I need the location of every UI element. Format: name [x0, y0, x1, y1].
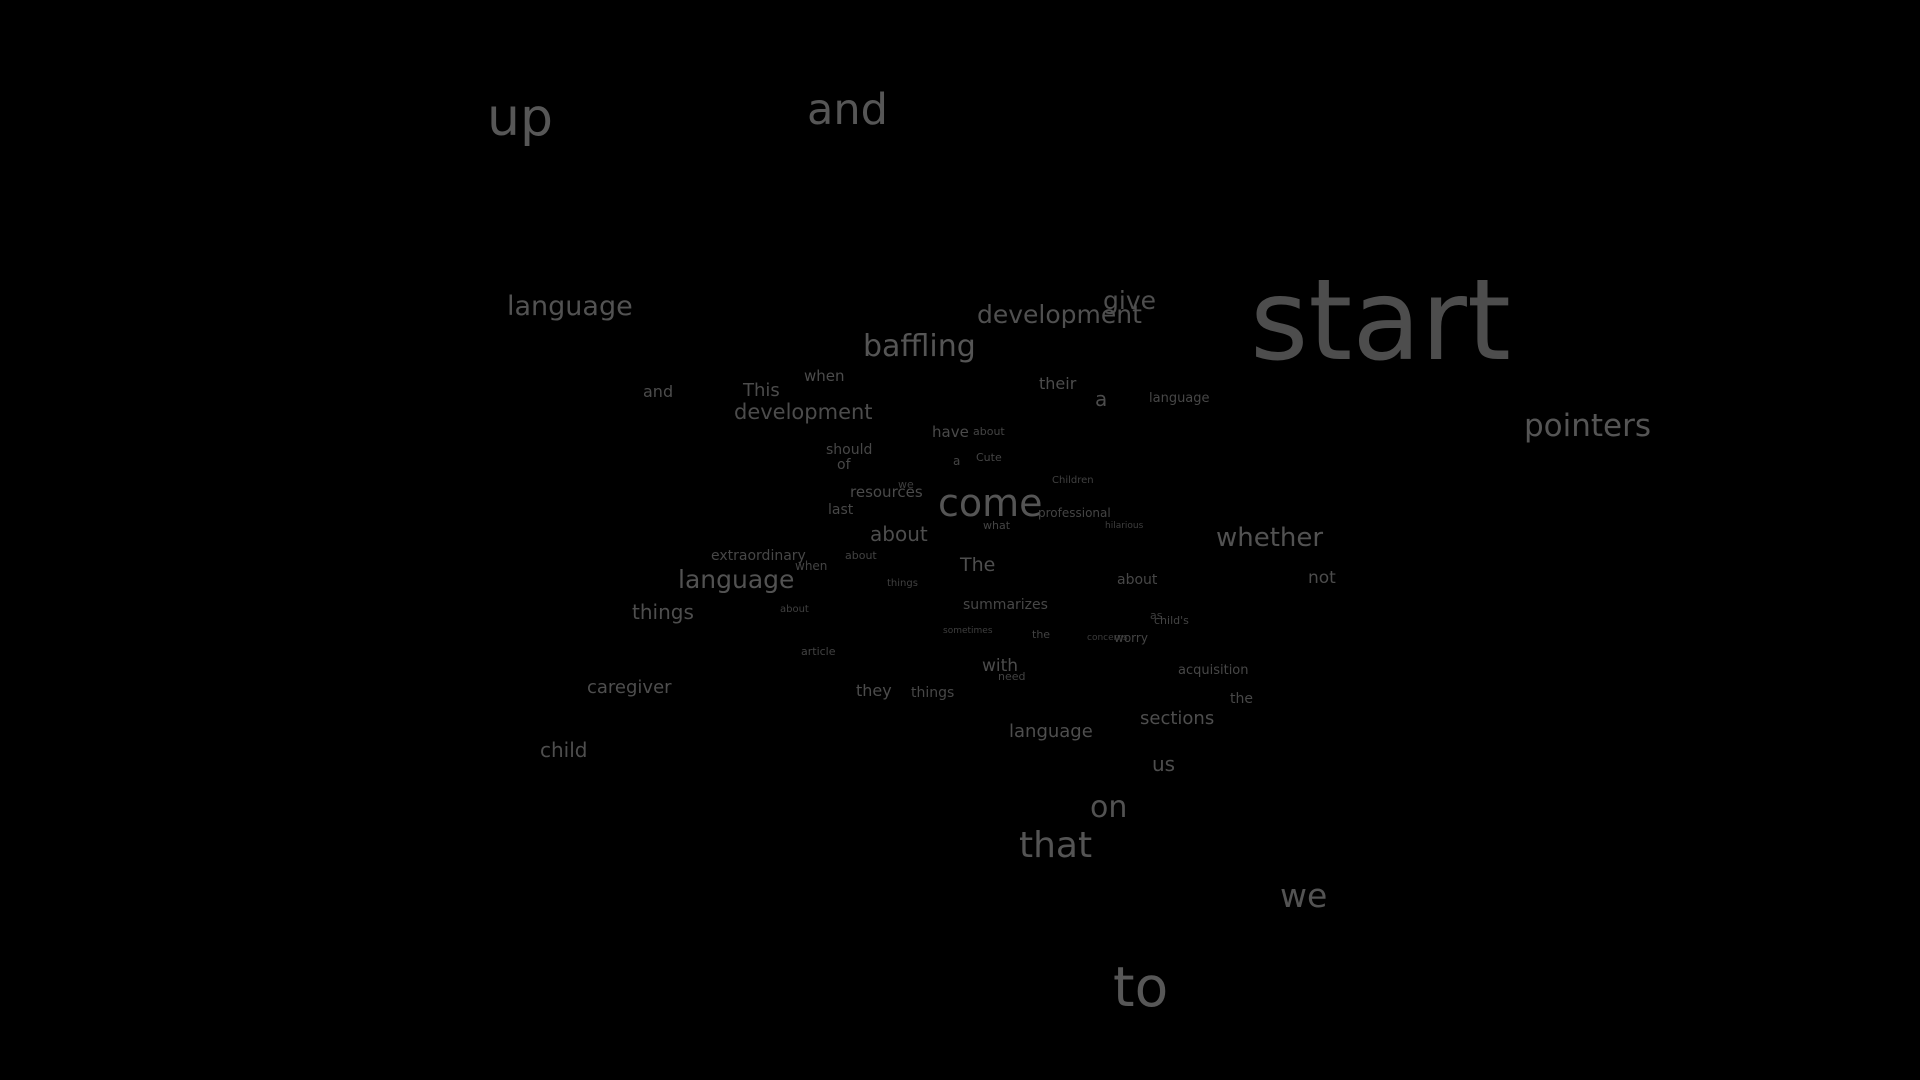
- word-language-2: language: [1149, 391, 1210, 406]
- word-us: us: [1152, 752, 1176, 776]
- word-development-2: development: [734, 400, 873, 424]
- word-we-2: we: [1280, 876, 1328, 915]
- word-sometimes: sometimes: [943, 626, 993, 636]
- word-language-4: language: [1009, 721, 1093, 742]
- word-start: start: [1250, 256, 1511, 386]
- word-this: This: [743, 380, 780, 401]
- word-development-1: development: [977, 300, 1142, 329]
- word-about-3: about: [845, 549, 877, 562]
- word-and-1: and: [807, 85, 888, 135]
- word-of: of: [837, 457, 851, 473]
- word-cute: Cute: [976, 451, 1002, 464]
- word-give-1: give: [1103, 286, 1156, 315]
- word-acquisition: acquisition: [1178, 663, 1249, 678]
- word-their: their: [1039, 374, 1077, 393]
- word-with: with: [982, 656, 1019, 676]
- word-childs: child's: [1154, 614, 1189, 627]
- word-to: to: [1113, 955, 1169, 1019]
- word-things-1: things: [887, 578, 918, 589]
- word-up-1: up: [487, 88, 553, 148]
- word-child: child: [540, 738, 588, 762]
- word-concerns: concerns: [1087, 633, 1128, 643]
- word-about-5: about: [780, 604, 809, 615]
- word-professional: professional: [1038, 506, 1111, 520]
- word-pointers: pointers: [1524, 408, 1652, 444]
- word-and-2: and: [643, 382, 674, 401]
- word-need: need: [998, 670, 1026, 683]
- word-extraordinary: extraordinary: [711, 548, 806, 564]
- word-caregiver: caregiver: [587, 677, 672, 698]
- word-not: not: [1308, 568, 1336, 588]
- word-the-1: The: [960, 554, 996, 576]
- word-worry: worry: [1114, 631, 1148, 645]
- word-the-3: the: [1230, 691, 1253, 707]
- word-article: article: [801, 645, 836, 658]
- word-about-4: about: [1117, 572, 1158, 588]
- word-last: last: [828, 502, 854, 518]
- word-children: Children: [1052, 475, 1094, 486]
- word-on: on: [1090, 790, 1128, 825]
- word-the-2: the: [1032, 628, 1051, 641]
- word-should: should: [826, 442, 873, 458]
- word-resources: resources: [850, 483, 923, 501]
- word-about-1: about: [973, 425, 1005, 438]
- word-they: they: [856, 681, 892, 700]
- word-things-3: things: [911, 685, 955, 701]
- word-about-2: about: [870, 522, 928, 546]
- word-things-2: things: [632, 600, 694, 624]
- word-baffling: baffling: [863, 329, 976, 364]
- word-that: that: [1019, 825, 1093, 866]
- word-we-1: we: [898, 478, 914, 491]
- word-when-1: when: [804, 367, 845, 385]
- word-what: what: [983, 519, 1011, 532]
- word-sections: sections: [1140, 708, 1215, 729]
- word-have: have: [932, 423, 969, 441]
- word-when-2: when: [795, 559, 828, 573]
- word-hilarious: hilarious: [1105, 521, 1144, 531]
- word-as: as: [1150, 609, 1163, 622]
- word-a-1: a: [1095, 387, 1108, 411]
- word-language-1: language: [507, 291, 633, 322]
- word-come: come: [938, 481, 1043, 525]
- word-language-3: language: [678, 565, 795, 594]
- word-whether: whether: [1216, 523, 1324, 553]
- word-a-2: a: [953, 454, 961, 468]
- word-summarizes: summarizes: [963, 597, 1048, 613]
